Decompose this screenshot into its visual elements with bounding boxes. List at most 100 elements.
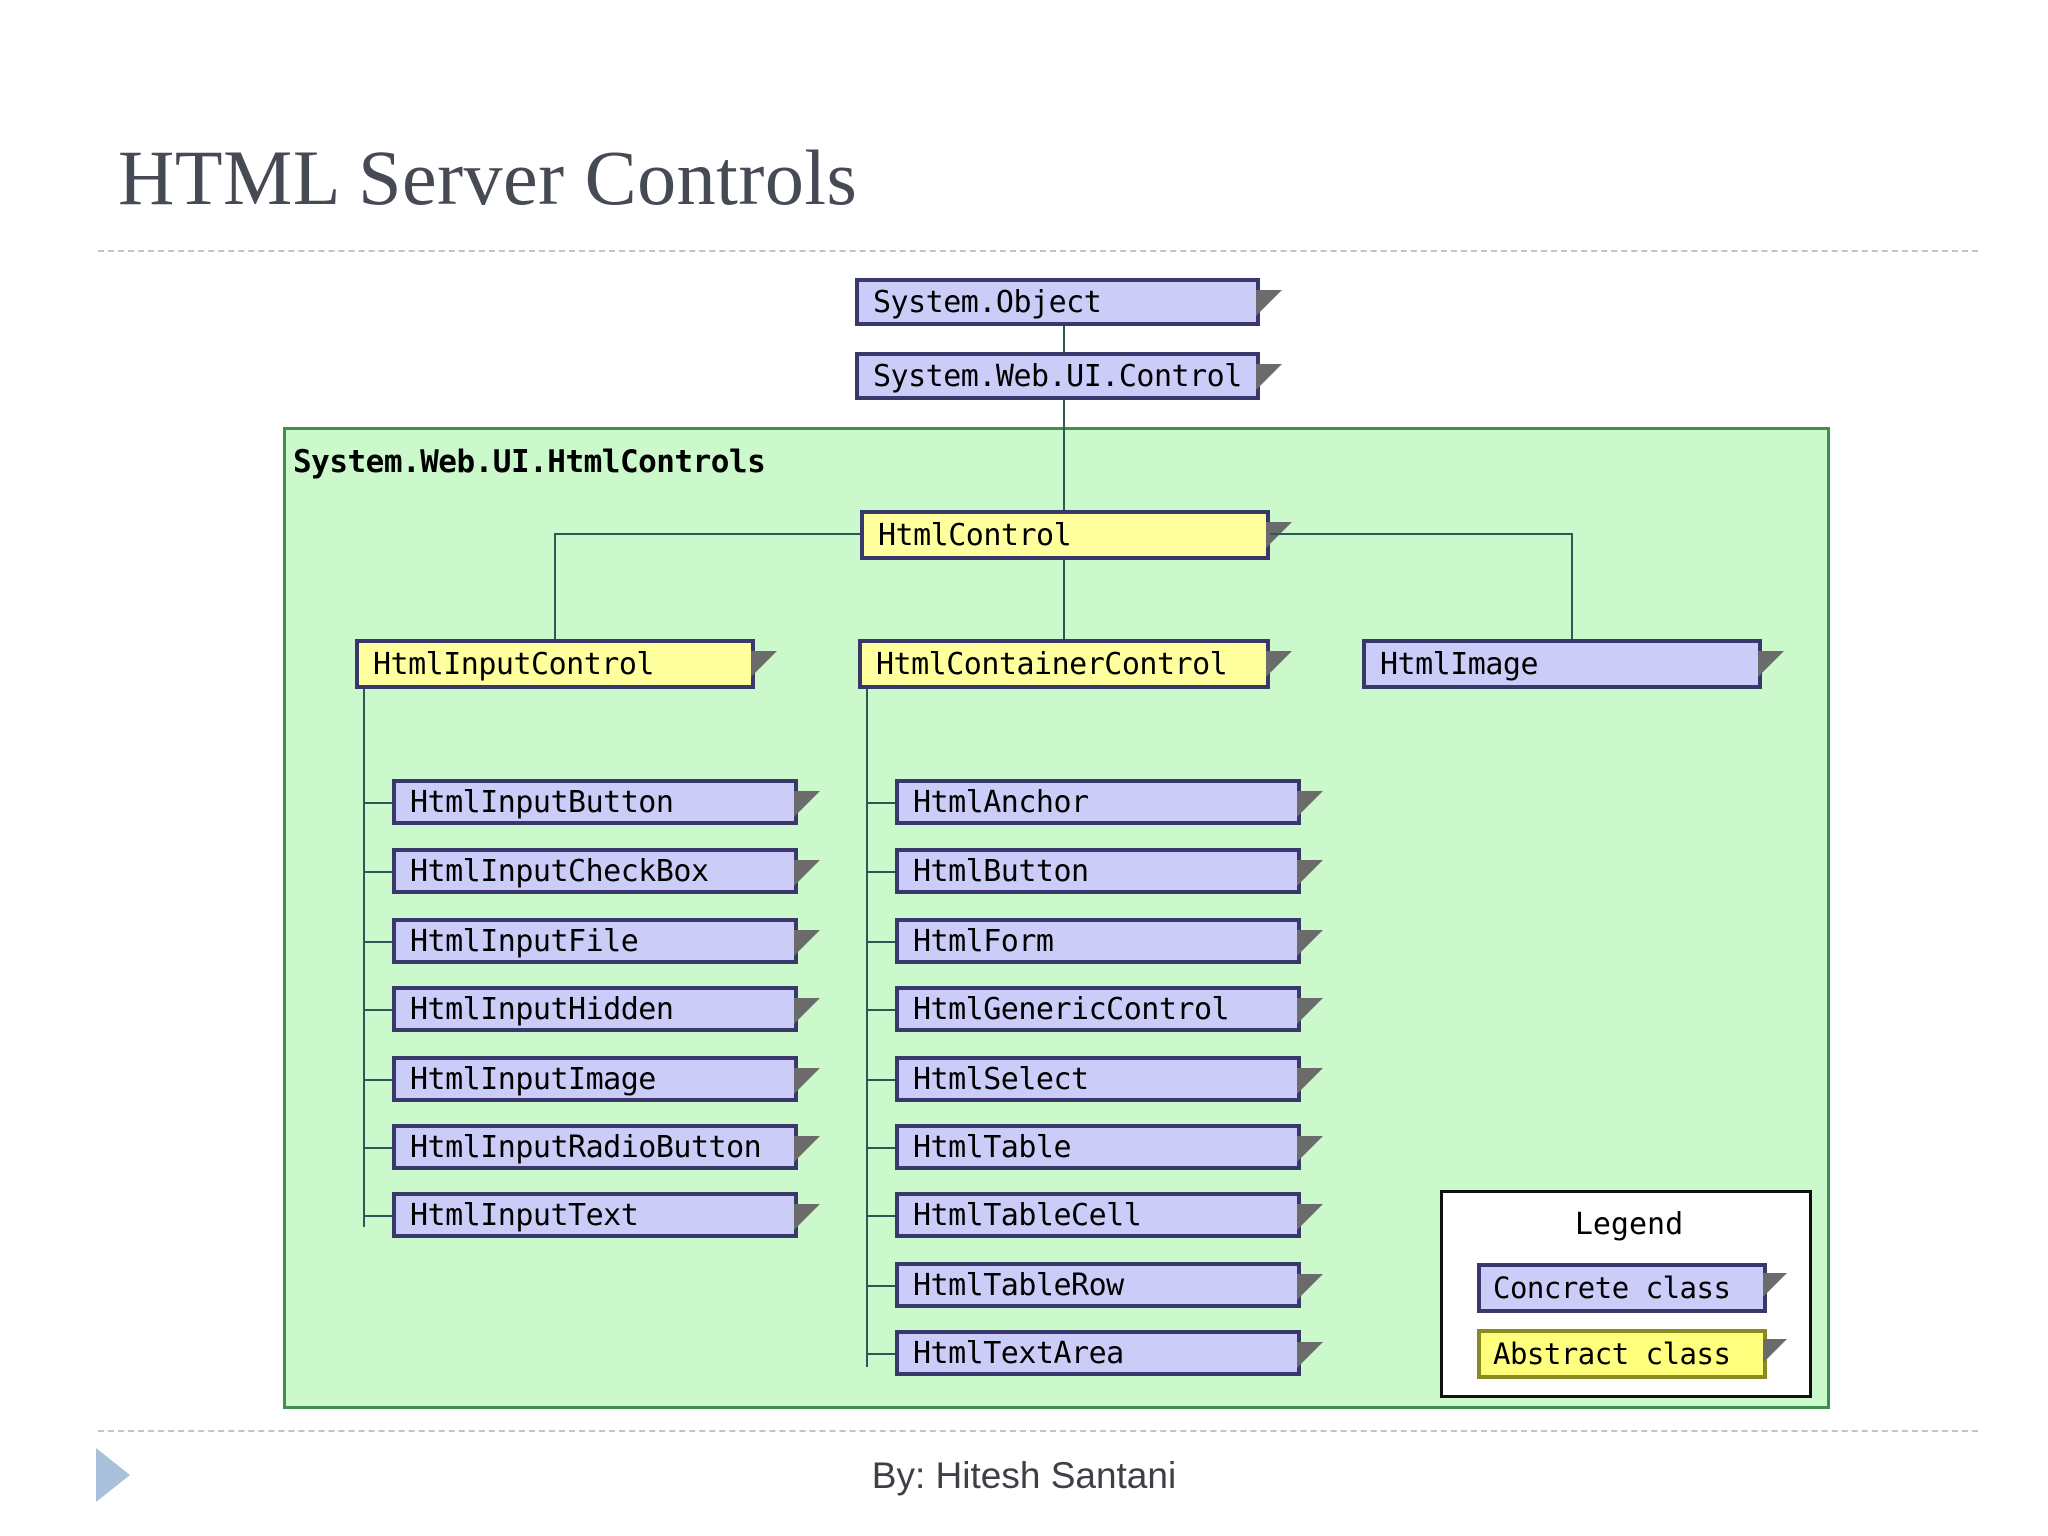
connector-stub-mid-2 [866,871,895,873]
node-label: HtmlInputRadioButton [410,1129,762,1165]
legend-abstract-swatch: Abstract class [1477,1329,1787,1379]
node-drop-marker [794,1136,820,1162]
legend-title: Legend [1574,1207,1684,1242]
node-drop-marker [794,1068,820,1094]
node-drop-marker [794,930,820,956]
node-system-web-ui-control[interactable]: System.Web.UI.Control [855,352,1282,400]
node-htmlinputhidden[interactable]: HtmlInputHidden [392,986,820,1032]
node-htmlcontrol[interactable]: HtmlControl [860,510,1292,560]
node-label: System.Object [873,284,1102,320]
node-htmlcontainercontrol[interactable]: HtmlContainerControl [858,639,1292,689]
node-label: HtmlInputHidden [410,991,674,1027]
node-drop-marker [1297,791,1323,817]
legend-drop-marker [1763,1339,1787,1363]
node-htmlgenericcontrol[interactable]: HtmlGenericControl [895,986,1323,1032]
node-label: HtmlImage [1380,646,1539,682]
connector-stub-left-2 [363,871,392,873]
node-htmltextarea[interactable]: HtmlTextArea [895,1330,1323,1376]
node-label: HtmlTextArea [913,1335,1124,1371]
node-htmltablerow[interactable]: HtmlTableRow [895,1262,1323,1308]
node-label: HtmlInputFile [410,923,639,959]
node-htmlinputimage[interactable]: HtmlInputImage [392,1056,820,1102]
node-drop-marker [794,1204,820,1230]
connector-stub-left-4 [363,1009,392,1011]
connector-stub-mid-3 [866,941,895,943]
node-drop-marker [1297,1204,1323,1230]
connector-stub-mid-7 [866,1215,895,1217]
node-htmlinputfile[interactable]: HtmlInputFile [392,918,820,964]
node-drop-marker [794,791,820,817]
node-label: HtmlTable [913,1129,1072,1165]
node-drop-marker [1297,930,1323,956]
node-drop-marker [1266,522,1292,548]
connector-control-to-htmlcontrol [1063,400,1065,510]
connector-stub-mid-5 [866,1079,895,1081]
node-drop-marker [1297,1136,1323,1162]
node-label: HtmlInputText [410,1197,639,1233]
connector-stub-mid-8 [866,1285,895,1287]
node-label: HtmlSelect [913,1061,1089,1097]
legend-concrete-swatch: Concrete class [1477,1263,1787,1313]
node-htmlinputtext[interactable]: HtmlInputText [392,1192,820,1238]
connector-stub-left-7 [363,1215,392,1217]
node-htmlinputcontrol[interactable]: HtmlInputControl [355,639,777,689]
node-label: HtmlAnchor [913,784,1089,820]
connector-stub-left-3 [363,941,392,943]
node-drop-marker [751,651,777,677]
legend-abstract-label: Abstract class [1493,1337,1731,1371]
connector-stub-mid-4 [866,1009,895,1011]
node-htmlanchor[interactable]: HtmlAnchor [895,779,1323,825]
connector-stub-mid-9 [866,1353,895,1355]
node-label: HtmlForm [913,923,1054,959]
node-label: HtmlInputCheckBox [410,853,709,889]
node-htmlbutton[interactable]: HtmlButton [895,848,1323,894]
node-htmlimage[interactable]: HtmlImage [1362,639,1784,689]
connector-htmlcontrol-right-vertical [1571,533,1573,661]
node-drop-marker [1266,651,1292,677]
node-htmlinputbutton[interactable]: HtmlInputButton [392,779,820,825]
node-drop-marker [1256,290,1282,316]
node-htmltable[interactable]: HtmlTable [895,1124,1323,1170]
next-slide-triangle-icon[interactable] [96,1448,130,1502]
footer-divider [98,1430,1978,1432]
page-title: HTML Server Controls [118,134,858,221]
legend-box: Legend Concrete class Abstract class [1440,1190,1812,1398]
namespace-label: System.Web.UI.HtmlControls [293,444,766,480]
connector-stub-left-6 [363,1147,392,1149]
connector-htmlcontrol-right-horizontal [1270,533,1573,535]
node-label: HtmlTableCell [913,1197,1142,1233]
node-htmlinputcheckbox[interactable]: HtmlInputCheckBox [392,848,820,894]
node-label: System.Web.UI.Control [873,358,1242,394]
node-drop-marker [794,998,820,1024]
title-divider [98,250,1978,252]
node-drop-marker [1758,651,1784,677]
connector-stub-left-5 [363,1079,392,1081]
node-label: HtmlButton [913,853,1089,889]
node-drop-marker [1297,860,1323,886]
legend-drop-marker [1763,1273,1787,1297]
connector-object-to-control [1063,326,1065,352]
node-htmlselect[interactable]: HtmlSelect [895,1056,1323,1102]
node-drop-marker [1297,1274,1323,1300]
connector-htmlcontrol-middle-vertical [1063,560,1065,661]
connector-containercontrol-trunk [866,689,868,1367]
connector-htmlcontrol-left-horizontal [554,533,860,535]
node-drop-marker [794,860,820,886]
node-drop-marker [1256,364,1282,390]
connector-stub-mid-6 [866,1147,895,1149]
node-drop-marker [1297,1068,1323,1094]
node-label: HtmlInputControl [373,646,654,682]
node-htmltablecell[interactable]: HtmlTableCell [895,1192,1323,1238]
connector-stub-left-1 [363,802,392,804]
connector-inputcontrol-trunk [363,689,365,1227]
node-label: HtmlControl [878,517,1072,553]
node-label: HtmlContainerControl [876,646,1228,682]
node-label: HtmlInputImage [410,1061,656,1097]
node-htmlinputradiobutton[interactable]: HtmlInputRadioButton [392,1124,820,1170]
node-system-object[interactable]: System.Object [855,278,1282,326]
connector-htmlcontrol-left-vertical [554,533,556,661]
node-drop-marker [1297,998,1323,1024]
node-drop-marker [1297,1342,1323,1368]
node-htmlform[interactable]: HtmlForm [895,918,1323,964]
